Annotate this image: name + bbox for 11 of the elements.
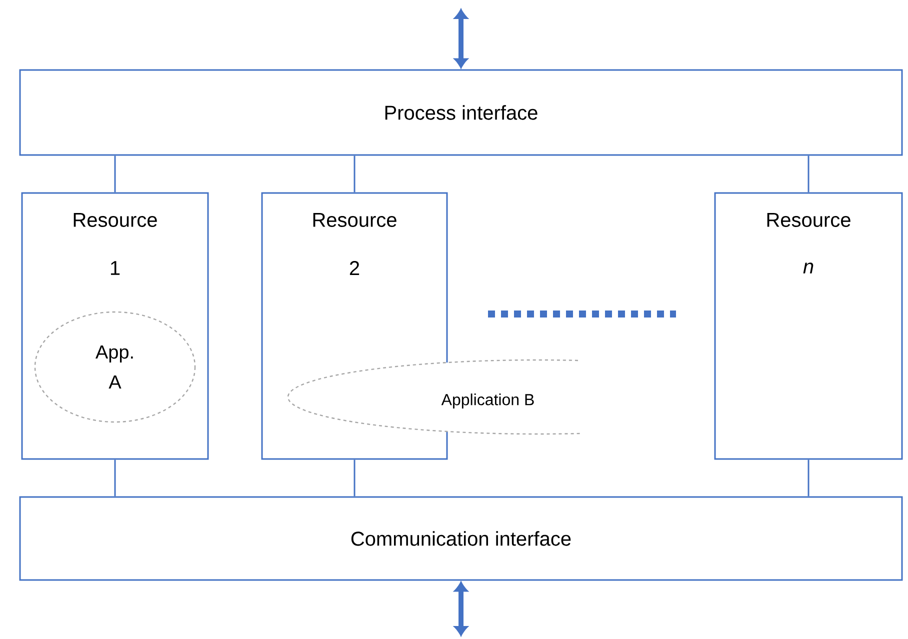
connector-line [354,156,356,192]
interface-bar: Process interface [19,69,903,156]
arrow [454,582,468,636]
arrow [454,9,468,68]
connector-line [114,460,116,496]
interface-bar: Communication interface [19,496,903,581]
connector-line [808,460,810,496]
connector-line [114,156,116,192]
connector-line [354,460,356,496]
connector-line [808,156,810,192]
resource-box: Resource n [714,192,903,460]
